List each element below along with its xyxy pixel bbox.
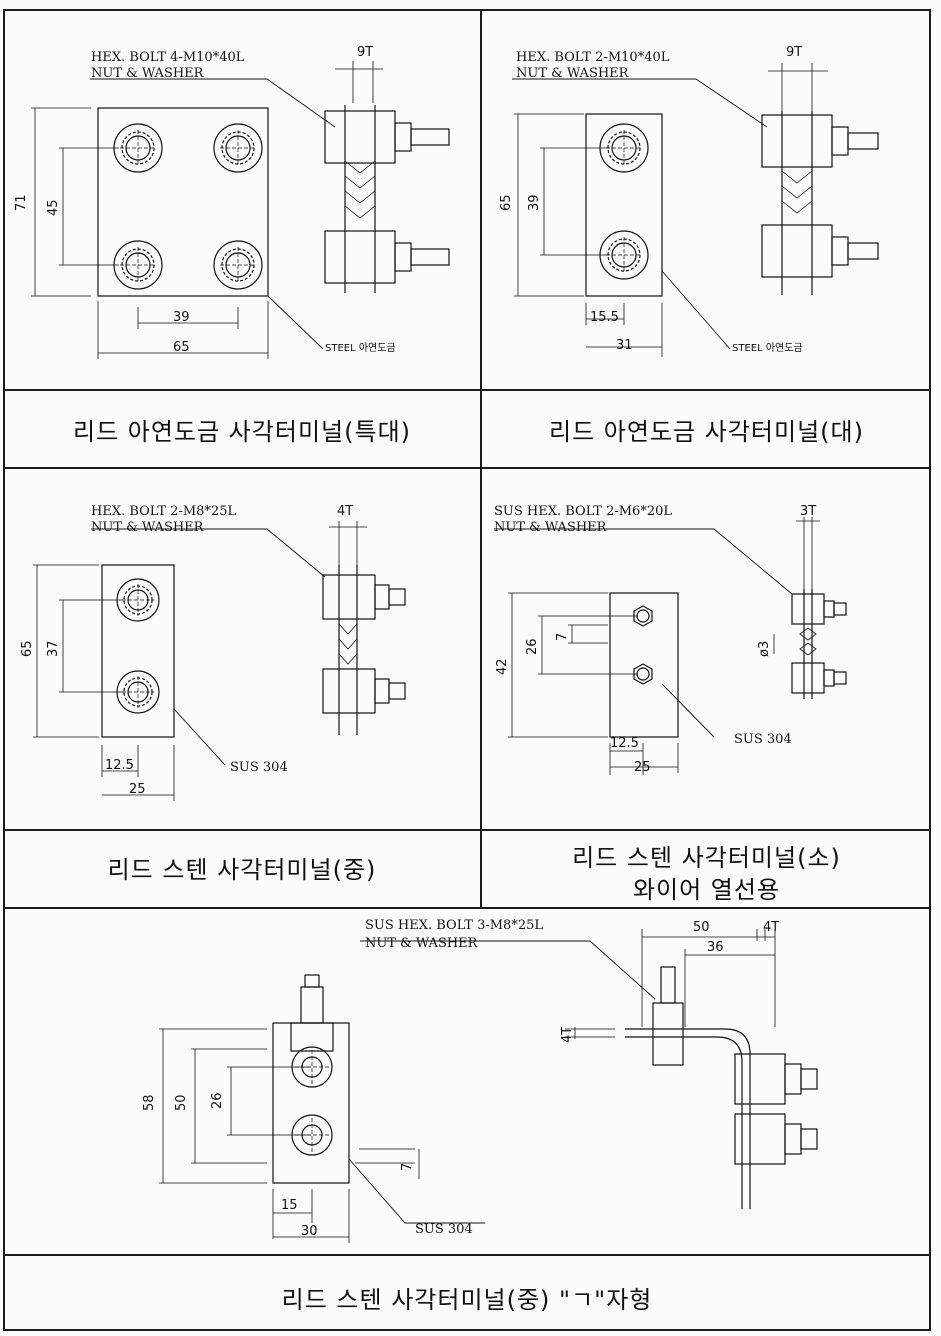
panel-5-thickness: 4T (763, 920, 779, 935)
panel-1-dim-pitch-v: 45 (46, 199, 61, 216)
panel-4-drawing: SUS HEX. BOLT 2-M6*20L NUT & WASHER 3T ø… (494, 504, 847, 775)
panel-5-dim-height: 58 (142, 1094, 157, 1111)
divider-row2-end (3, 907, 931, 909)
panel-5-dim-h2: 50 (174, 1094, 189, 1111)
panel-3-bolt-spec: HEX. BOLT 2-M8*25L (91, 504, 236, 519)
panel-5-dim-pitch-v: 26 (210, 1092, 225, 1109)
panel-3-drawing: HEX. BOLT 2-M8*25L NUT & WASHER 4T 65 37… (20, 504, 406, 801)
panel-3-thickness: 4T (337, 504, 353, 519)
panel-5-thickness-side: 4T (560, 1027, 575, 1043)
divider-row3-title (3, 1254, 931, 1256)
panel-4-hole: ø3 (757, 641, 772, 657)
panel-4-title-line1: 리드 스텐 사각터미널(소) (572, 844, 841, 872)
panel-4-bolt-spec: SUS HEX. BOLT 2-M6*20L (494, 504, 672, 519)
panel-3-dim-offset: 12.5 (105, 758, 134, 773)
panel-5-nut-washer: NUT & WASHER (365, 936, 479, 951)
divider-row2-title (3, 829, 931, 831)
panel-5-drawing: SUS HEX. BOLT 3-M8*25L NUT & WASHER 50 4… (142, 918, 818, 1243)
divider-row1-end (3, 467, 931, 469)
panel-2-nut-washer: NUT & WASHER (516, 66, 630, 81)
panel-5-bolt-spec: SUS HEX. BOLT 3-M8*25L (365, 918, 543, 933)
panel-4-dim-pitch-v: 26 (525, 638, 540, 655)
panel-3-nut-washer: NUT & WASHER (91, 520, 205, 535)
panel-4-dim-width: 25 (634, 760, 651, 775)
panel-2-dim-pitch-v: 39 (527, 194, 542, 211)
panel-1-dim-height: 71 (14, 194, 29, 211)
panel-1-thickness: 9T (357, 45, 373, 60)
panel-2-material: STEEL 아연도금 (732, 342, 803, 354)
panel-2-dim-height: 65 (499, 194, 514, 211)
panel-5-dim-width: 30 (301, 1224, 318, 1239)
panel-1-drawing: HEX. BOLT 4-M10*40L NUT & WASHER 9T 71 4… (14, 45, 450, 359)
panel-2-bolt-spec: HEX. BOLT 2-M10*40L (516, 50, 670, 65)
panel-1-material: STEEL 아연도금 (325, 342, 396, 354)
sheet-border (3, 9, 931, 1331)
panel-4-nut-washer: NUT & WASHER (494, 520, 608, 535)
panel-4-material: SUS 304 (734, 732, 792, 747)
panel-3-dim-pitch-v: 37 (46, 640, 61, 657)
panel-1-nut-washer: NUT & WASHER (91, 66, 205, 81)
panel-4-dim-height: 42 (495, 658, 510, 675)
panel-2-dim-offset: 15.5 (590, 310, 619, 325)
panel-5-dim-top-len: 50 (693, 920, 710, 935)
panel-5-title: 리드 스텐 사각터미널(중) "ㄱ"자형 (281, 1286, 653, 1314)
panel-5-material: SUS 304 (415, 1222, 473, 1237)
panel-1-dim-pitch-h: 39 (173, 310, 190, 325)
panel-1-title: 리드 아연도금 사각터미널(특대) (72, 418, 412, 446)
panel-4-title-line2: 와이어 열선용 (632, 876, 781, 904)
panel-4-thickness: 3T (800, 504, 816, 519)
panel-3-dim-height: 65 (20, 640, 35, 657)
panel-3-material: SUS 304 (230, 760, 288, 775)
panel-2-drawing: HEX. BOLT 2-M10*40L NUT & WASHER 9T 65 3… (499, 45, 879, 357)
panel-2-dim-width: 31 (616, 338, 633, 353)
panel-3-title: 리드 스텐 사각터미널(중) (107, 856, 377, 884)
panel-2-thickness: 9T (786, 45, 802, 60)
divider-row1-title (3, 389, 931, 391)
panel-4-dim-gap: 7 (555, 633, 570, 641)
panel-5-dim-offset: 15 (281, 1198, 298, 1213)
divider-vertical-top (480, 9, 482, 909)
panel-1-dim-width: 65 (173, 340, 190, 355)
panel-3-dim-width: 25 (129, 782, 146, 797)
panel-2-title: 리드 아연도금 사각터미널(대) (549, 418, 864, 446)
panel-1-bolt-spec: HEX. BOLT 4-M10*40L (91, 50, 245, 65)
panel-5-dim-gap: 7 (400, 1163, 415, 1171)
panel-5-dim-inner-len: 36 (707, 940, 724, 955)
panel-4-dim-offset: 12.5 (610, 736, 639, 751)
